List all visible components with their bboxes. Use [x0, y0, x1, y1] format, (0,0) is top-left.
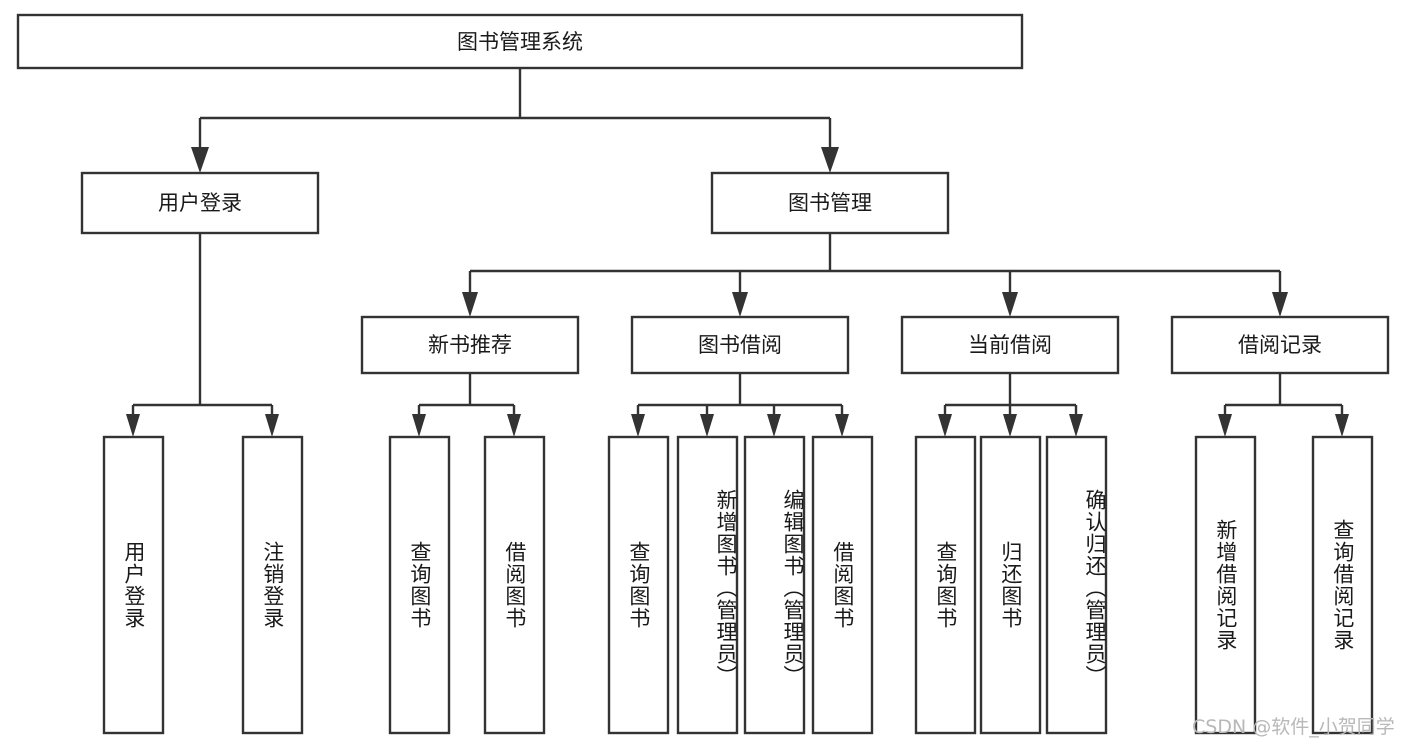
node-leaf-borrow-book-1-box[interactable]: [483, 435, 546, 735]
connector-group-current-borrow-leaves: [938, 373, 1083, 437]
arrow-leaf-add-borrow-record: [1218, 414, 1232, 437]
arrow-leaf-return-book: [1003, 414, 1017, 437]
node-leaf-edit-book-box[interactable]: [743, 435, 806, 735]
node-leaf-confirm-return-box[interactable]: [1045, 435, 1108, 735]
node-current-borrow-box[interactable]: [900, 315, 1120, 375]
node-borrow-record[interactable]: 借阅记录: [1170, 315, 1390, 375]
node-book-manage[interactable]: 图书管理: [710, 171, 950, 235]
node-book-manage-box[interactable]: [710, 171, 950, 235]
node-book-borrow[interactable]: 图书借阅: [630, 315, 850, 375]
csdn-watermark: CSDN @软件_小贺同学: [1192, 716, 1395, 738]
arrow-leaf-borrow-book-1: [507, 414, 521, 437]
node-leaf-query-borrow-record-box[interactable]: [1311, 435, 1374, 735]
node-leaf-logout-box[interactable]: [241, 435, 304, 735]
node-leaf-return-book-box[interactable]: [979, 435, 1042, 735]
arrow-book-borrow: [732, 292, 748, 317]
node-user-login-box[interactable]: [80, 171, 320, 235]
node-borrow-record-label: 借阅记录: [1238, 333, 1322, 357]
connector-group-borrow-record-leaves: [1218, 373, 1349, 437]
arrow-borrow-record: [1272, 292, 1288, 317]
node-root-label: 图书管理系统: [457, 30, 583, 54]
node-leaf-add-book-box[interactable]: [676, 435, 739, 735]
node-root[interactable]: 图书管理系统: [16, 13, 1024, 70]
arrow-leaf-borrow-book-2: [835, 414, 849, 437]
node-root-box[interactable]: [16, 13, 1024, 70]
node-borrow-record-box[interactable]: [1170, 315, 1390, 375]
arrow-leaf-query-borrow-record: [1335, 414, 1349, 437]
node-leaf-user-login-box[interactable]: [102, 435, 165, 735]
node-book-manage-label: 图书管理: [788, 191, 872, 215]
arrow-leaf-query-book-1: [412, 414, 426, 437]
node-new-book-recommend[interactable]: 新书推荐: [360, 315, 580, 375]
arrow-leaf-edit-book: [767, 414, 781, 437]
arrow-leaf-query-book-2: [631, 414, 645, 437]
node-leaf-add-borrow-record-box[interactable]: [1194, 435, 1257, 735]
node-current-borrow-label: 当前借阅: [968, 333, 1052, 357]
arrow-book-manage: [821, 147, 839, 173]
arrow-leaf-logout: [265, 414, 279, 437]
node-leaf-query-book-1-box[interactable]: [388, 435, 451, 735]
node-new-book-recommend-label: 新书推荐: [428, 333, 512, 357]
arrow-new-book-recommend: [462, 292, 478, 317]
connector-group-book-borrow-leaves: [631, 373, 849, 437]
connector-group-new-book-leaves: [412, 373, 521, 437]
arrow-leaf-user-login: [126, 414, 140, 437]
node-book-borrow-label: 图书借阅: [698, 333, 782, 357]
arrow-leaf-confirm-return: [1069, 414, 1083, 437]
connector-group-root-to-level2: [191, 68, 839, 173]
node-leaf-borrow-book-2-box[interactable]: [811, 435, 874, 735]
node-leaf-query-book-2-box[interactable]: [607, 435, 670, 735]
node-user-login[interactable]: 用户登录: [80, 171, 320, 235]
arrow-current-borrow: [1002, 292, 1018, 317]
arrow-leaf-add-book: [700, 414, 714, 437]
node-new-book-recommend-box[interactable]: [360, 315, 580, 375]
node-current-borrow[interactable]: 当前借阅: [900, 315, 1120, 375]
node-leaf-query-book-3-box[interactable]: [914, 435, 977, 735]
node-book-borrow-box[interactable]: [630, 315, 850, 375]
node-user-login-label: 用户登录: [158, 191, 242, 215]
connector-group-user-login-leaves: [126, 233, 279, 437]
arrow-user-login: [191, 147, 209, 173]
arrow-leaf-query-book-3: [938, 414, 952, 437]
connector-group-book-manage-to-level3: [462, 233, 1288, 317]
